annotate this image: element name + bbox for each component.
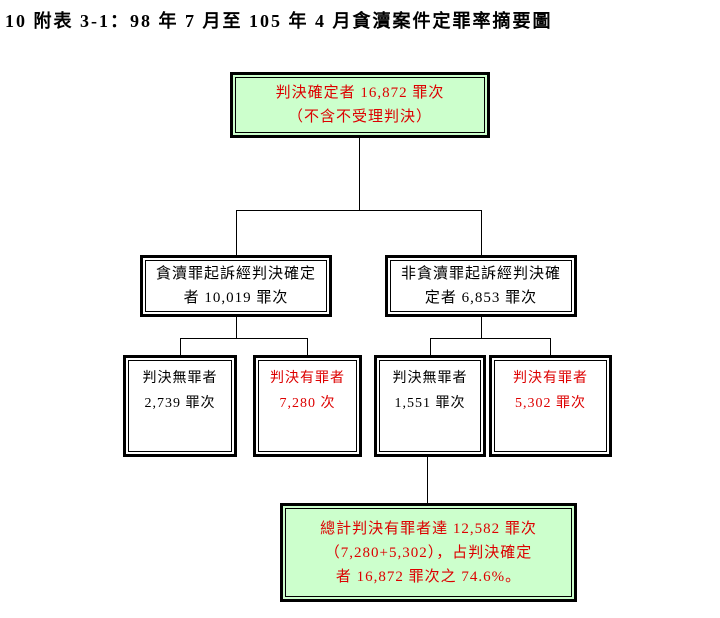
node-text-line: 判決有罪者 xyxy=(270,371,345,386)
connector-corruption-stem xyxy=(236,317,237,338)
node-text-line: 2,739 罪次 xyxy=(144,395,216,411)
node-text-line: 7,280 次 xyxy=(279,395,336,411)
node-non-corruption-prosecuted-body: 非貪瀆罪起訴經判決確 定者 6,853 罪次 xyxy=(390,260,572,312)
connector-noncorruption-acquitted-drop xyxy=(430,338,431,355)
node-conviction-total-summary-body: 總計判決有罪者達 12,582 罪次 （7,280+5,302），占判決確定 者… xyxy=(285,508,572,597)
node-text-line: 5,302 罪次 xyxy=(515,395,586,411)
connector-noncorruption-horizontal xyxy=(430,338,551,339)
connector-corruption-convicted-drop xyxy=(307,338,308,355)
node-non-corruption-convicted: 判決有罪者 5,302 罪次 xyxy=(489,355,612,457)
node-text-line: 判決確定者 16,872 罪次 xyxy=(275,85,445,101)
connector-root-stem xyxy=(359,138,360,210)
connector-top-horizontal xyxy=(236,210,482,211)
connector-corruption-acquitted-drop xyxy=(180,338,181,355)
connector-noncorruption-convicted-drop xyxy=(550,338,551,355)
node-text-line: 判決有罪者 xyxy=(513,371,588,386)
node-non-corruption-prosecuted: 非貪瀆罪起訴經判決確 定者 6,853 罪次 xyxy=(385,255,577,317)
node-conviction-total-summary: 總計判決有罪者達 12,582 罪次 （7,280+5,302），占判決確定 者… xyxy=(280,503,577,602)
node-corruption-convicted: 判決有罪者 7,280 次 xyxy=(253,355,362,457)
node-confirmed-total-body: 判決確定者 16,872 罪次 （不含不受理判決） xyxy=(235,77,485,133)
page-title: 10 附表 3-1：98 年 7 月至 105 年 4 月貪瀆案件定罪率摘要圖 xyxy=(5,11,553,31)
connector-corruption-horizontal xyxy=(180,338,308,339)
node-corruption-acquitted-body: 判決無罪者 2,739 罪次 xyxy=(128,360,232,452)
node-non-corruption-acquitted: 判決無罪者 1,551 罪次 xyxy=(374,355,486,457)
node-corruption-prosecuted: 貪瀆罪起訴經判決確定 者 10,019 罪次 xyxy=(140,255,332,317)
node-non-corruption-acquitted-body: 判決無罪者 1,551 罪次 xyxy=(379,360,481,452)
node-text-line: 定者 6,853 罪次 xyxy=(424,290,538,306)
node-text-line: 判決無罪者 xyxy=(142,371,218,386)
node-text-line: 貪瀆罪起訴經判決確定 xyxy=(155,266,316,282)
node-corruption-acquitted: 判決無罪者 2,739 罪次 xyxy=(123,355,237,457)
connector-left-branch-drop xyxy=(236,210,237,255)
node-corruption-prosecuted-body: 貪瀆罪起訴經判決確定 者 10,019 罪次 xyxy=(145,260,327,312)
connector-noncorruption-stem xyxy=(481,317,482,338)
connector-total-stem xyxy=(427,457,428,503)
node-text-line: 者 10,019 罪次 xyxy=(183,290,289,306)
node-non-corruption-convicted-body: 判決有罪者 5,302 罪次 xyxy=(494,360,607,452)
node-text-line: （7,280+5,302），占判決確定 xyxy=(324,544,533,561)
node-text-line: 判決無罪者 xyxy=(392,371,468,386)
node-corruption-convicted-body: 判決有罪者 7,280 次 xyxy=(258,360,357,452)
node-text-line: 非貪瀆罪起訴經判決確 xyxy=(400,266,561,282)
node-text-line: （不含不受理判決） xyxy=(287,109,432,125)
node-confirmed-total: 判決確定者 16,872 罪次 （不含不受理判決） xyxy=(230,72,490,138)
node-text-line: 總計判決有罪者達 12,582 罪次 xyxy=(320,520,537,537)
node-text-line: 1,551 罪次 xyxy=(394,395,466,411)
node-text-line: 者 16,872 罪次之 74.6%。 xyxy=(335,568,522,585)
connector-right-branch-drop xyxy=(481,210,482,255)
